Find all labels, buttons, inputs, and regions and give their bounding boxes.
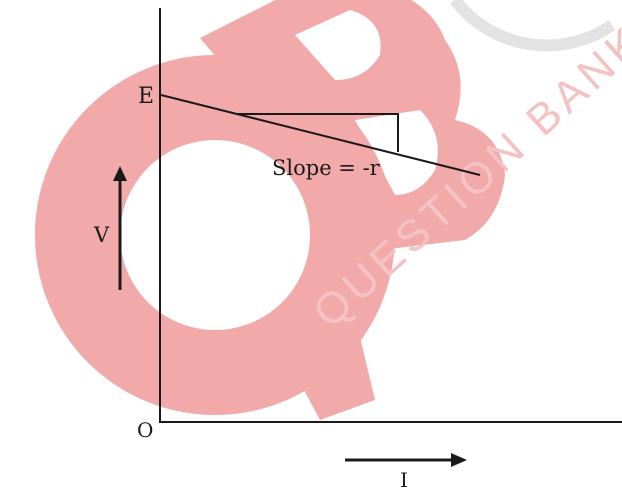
y-axis-label: V bbox=[93, 223, 110, 247]
watermark-logo bbox=[34, 0, 505, 420]
origin-label: O bbox=[137, 418, 153, 442]
slope-label: Slope = -r bbox=[272, 156, 381, 180]
x-axis-label: I bbox=[400, 468, 408, 492]
current-arrow bbox=[345, 453, 467, 467]
voltage-arrow bbox=[113, 166, 127, 290]
terminal-voltage-line bbox=[160, 94, 481, 176]
watermark-ring bbox=[450, 0, 616, 52]
slope-triangle bbox=[238, 113, 399, 152]
emf-label: E bbox=[138, 84, 154, 109]
